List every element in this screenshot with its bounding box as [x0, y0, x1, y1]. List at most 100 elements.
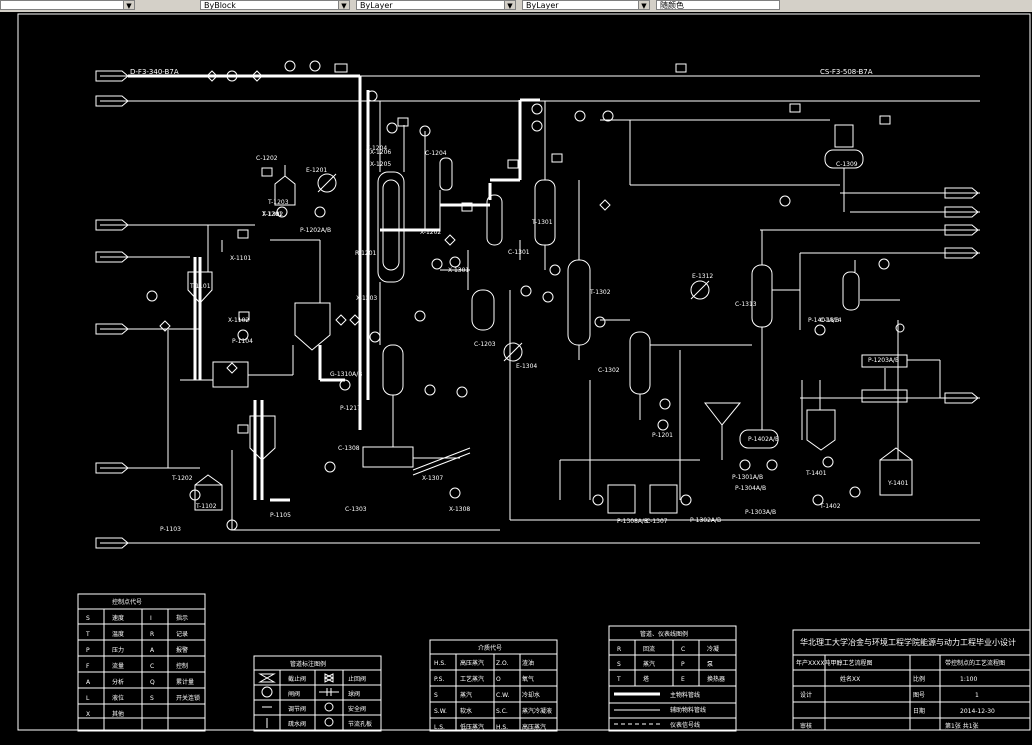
- legend-cell: 分析: [112, 678, 124, 686]
- legend-instrument-title: 控制点代号: [112, 598, 142, 606]
- legend-cell: 冷却水: [522, 691, 540, 699]
- legend-cell: 泵: [707, 661, 713, 668]
- layer-select[interactable]: ByLayer ▼: [356, 0, 516, 10]
- legend-cell: A: [86, 679, 91, 686]
- equipment-tag: C-1202: [256, 155, 278, 162]
- equipment-tag: P-1103: [160, 526, 181, 533]
- legend-cell: 冷凝: [707, 645, 719, 653]
- legend-table-pipe-symbols: [253, 655, 382, 732]
- properties-toolbar: ▼ ByBlock ▼ ByLayer ▼ ByLayer ▼ 随颜色: [0, 0, 1032, 13]
- legend-pipe-title: 管道标注图例: [290, 660, 326, 668]
- legend-cell: 回流: [643, 645, 655, 653]
- title-sheet-label: 图号: [913, 692, 925, 699]
- drawing-frame: [17, 13, 1031, 731]
- line-label-left: D-F3-340-B7A: [130, 68, 179, 76]
- legend-cell: 球阀: [348, 690, 360, 698]
- equipment-tag: P-1302A/B: [690, 517, 721, 524]
- legend-cell: 节流孔板: [348, 720, 372, 728]
- legend-line-label: 仪表信号线: [670, 721, 700, 729]
- legend-cell: 渣油: [522, 659, 534, 667]
- legend-cell: 疏水阀: [288, 720, 306, 728]
- equipment-tag: X-1102: [228, 317, 249, 324]
- equipment-tag: C-1307: [646, 518, 668, 525]
- legend-cell: 液位: [112, 694, 124, 702]
- equipment-tag: T-1203: [267, 199, 289, 206]
- linetype-select[interactable]: ByBlock ▼: [200, 0, 350, 10]
- title-scale-label: 比例: [913, 675, 925, 683]
- equipment-tag: R-1201: [355, 250, 377, 257]
- legend-cell: 塔: [643, 675, 649, 683]
- drawing-canvas[interactable]: D-F3-340-B7A CS-F3-508-B7A 华北理工大学冶金与环境工程…: [0, 12, 1032, 741]
- equipment-tag: X-1202: [420, 229, 441, 236]
- title-school: 华北理工大学冶金与环境工程学院能源与动力工程毕业小设计: [800, 637, 1016, 647]
- instrument-bubbles: [146, 60, 905, 410]
- legend-cell: S: [150, 695, 154, 702]
- legend-cell: 指示: [176, 614, 188, 622]
- linetype-dropdown[interactable]: ▼: [0, 0, 135, 10]
- title-date-label: 日期: [913, 707, 925, 715]
- legend-cell: X: [86, 711, 90, 718]
- equipment-tag: C-1303: [345, 506, 367, 513]
- equipment-tag: E-1201: [306, 167, 327, 174]
- equipment-tag: X-1301: [448, 267, 469, 274]
- legend-cell: 速度: [112, 614, 124, 622]
- legend-cell: P: [86, 647, 90, 654]
- equipment-tag: P-1308A/B: [617, 518, 648, 525]
- equipment-tag: P-1202A/B: [300, 227, 331, 234]
- legend-cell: T: [616, 676, 621, 683]
- x1104: [212, 361, 249, 388]
- legend-line-label: 主物料管线: [670, 691, 700, 699]
- equipment-tag: P-1301A/B: [732, 474, 763, 481]
- legend-cell: 调节阀: [288, 705, 306, 713]
- tank-t1201: [274, 175, 296, 206]
- column-t1312: [629, 331, 651, 395]
- legend-table-line-types: [608, 625, 737, 732]
- legend-cell: L.S.: [434, 724, 445, 731]
- column-t1302: [567, 259, 591, 346]
- lineweight-select[interactable]: ByLayer ▼: [522, 0, 650, 10]
- legend-cell: S.C.: [496, 708, 508, 715]
- legend-cell: Q: [150, 679, 155, 686]
- equipment-tag: P-1401A/B: [808, 317, 839, 324]
- legend-medium-title: 介质代号: [478, 644, 502, 652]
- column-t1301: [534, 179, 556, 246]
- equipment-tag: T-1102: [195, 503, 217, 510]
- equipment-tag: T-1201: [261, 211, 283, 218]
- equipment-tag: P-1402A/B: [748, 436, 779, 443]
- equipment-tag: P-1203A/B: [868, 357, 899, 364]
- chevron-down-icon: ▼: [123, 1, 134, 9]
- legend-table-instrument-codes: [77, 593, 206, 732]
- equipment-tag: G-1310A/B: [330, 371, 362, 378]
- legend-cell: I: [150, 615, 152, 622]
- legend-cell: S.W.: [434, 708, 447, 715]
- equipment-tag: P-1303A/B: [745, 509, 776, 516]
- equipment-tag: C-1309: [836, 161, 858, 168]
- legend-cell: 安全阀: [348, 705, 366, 713]
- legend-cell: 控制: [176, 662, 188, 670]
- equipment-tag: P-1104: [232, 338, 253, 345]
- legend-cell: 截止阀: [288, 675, 306, 683]
- equipment-tag: P-1217: [340, 405, 361, 412]
- equipment-tag: X-1307: [422, 475, 443, 482]
- process-flow-diagram: D-F3-340-B7A CS-F3-508-B7A 华北理工大学冶金与环境工程…: [17, 13, 1031, 732]
- title-scale-value: 1:100: [960, 676, 977, 683]
- legend-cell: 压力: [112, 646, 124, 654]
- linetype-select-value: ByBlock: [204, 1, 236, 10]
- chevron-down-icon: ▼: [638, 1, 649, 9]
- equipment-tag: C-1302: [598, 367, 620, 374]
- equipment-tag: C-1301: [508, 249, 530, 256]
- legend-cell: E: [681, 676, 685, 683]
- legend-cell: 报警: [176, 646, 188, 654]
- equipment-tag: X-1204: [366, 145, 387, 152]
- equipment-tag: C-1314: [820, 317, 842, 324]
- layer-select-value: ByLayer: [360, 1, 393, 10]
- legend-cell: 工艺蒸汽: [460, 675, 484, 683]
- legend-cell: A: [150, 647, 155, 654]
- title-checker-label: 审核: [800, 722, 812, 730]
- equipment-tag: X-1205: [370, 161, 391, 168]
- color-select[interactable]: 随颜色: [656, 0, 780, 10]
- legend-cell: 低压蒸汽: [460, 723, 484, 731]
- legend-cell: 止回阀: [348, 675, 366, 683]
